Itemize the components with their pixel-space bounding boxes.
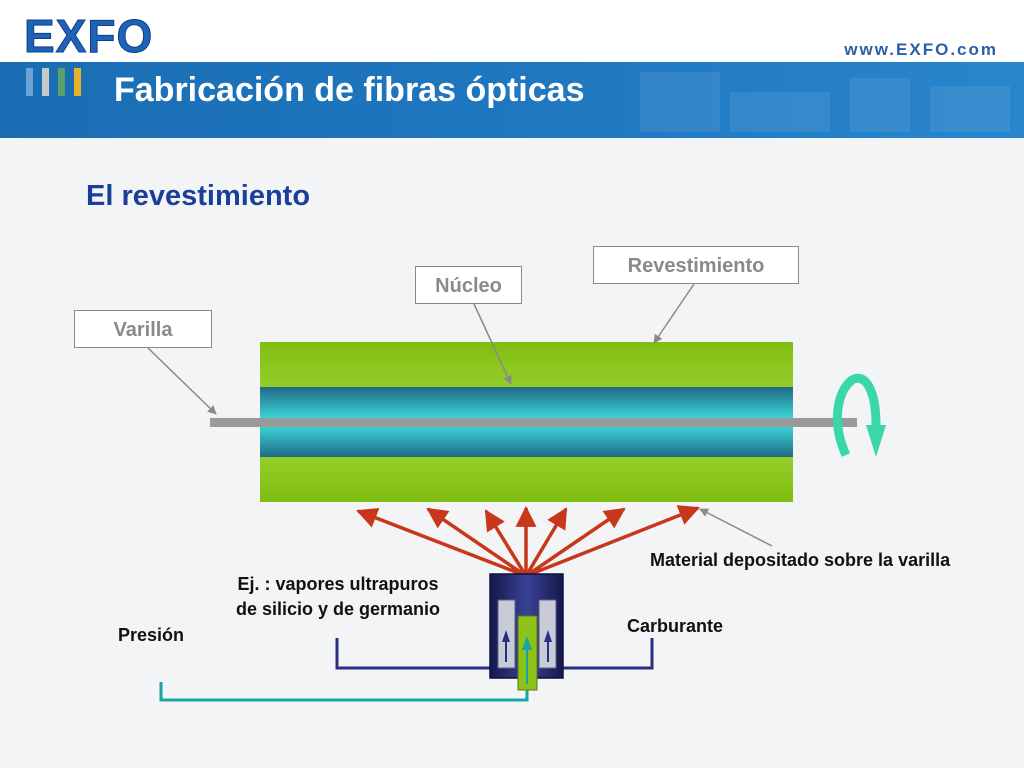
color-bar (58, 68, 65, 96)
vapors-label-line2: de silicio y de germanio (235, 599, 441, 619)
top-bar: EXFO www.EXFO.com (0, 0, 1024, 62)
color-bar (42, 68, 49, 96)
rod-leader-line (147, 347, 217, 415)
callout-cladding: Revestimiento (593, 246, 799, 284)
pressure-label: Presión (118, 625, 185, 645)
section-subtitle: El revestimiento (86, 180, 311, 212)
banner-decoration (850, 78, 910, 132)
material-leader-line (699, 508, 773, 547)
vapor-pipe (335, 638, 500, 670)
exfo-logo: EXFO (23, 10, 154, 62)
fuel-label: Carburante (627, 616, 724, 636)
cladding-leader-line (653, 283, 695, 344)
callout-rod: Varilla (74, 310, 212, 348)
material-label: Material depositado sobre la varilla (650, 550, 951, 570)
fuel-pipe (560, 638, 654, 670)
website-url[interactable]: www.EXFO.com (844, 40, 998, 59)
title-banner (0, 62, 1024, 138)
banner-decoration (730, 92, 830, 132)
vapors-label-line1: Ej. : vapores ultrapuros (237, 574, 439, 594)
banner-decoration (640, 72, 720, 132)
burner (489, 573, 564, 691)
banner-decoration (930, 86, 1010, 132)
rod (210, 418, 857, 427)
deposition-arrows (356, 505, 700, 578)
callout-core: Núcleo (415, 266, 522, 304)
color-bar (26, 68, 33, 96)
color-bar (74, 68, 81, 96)
pressure-pipe (159, 682, 529, 702)
page-title: Fabricación de fibras ópticas (114, 71, 585, 109)
vapors-label: Ej. : vapores ultrapuros de silicio y de… (230, 572, 446, 622)
rotation-arrow-icon (832, 373, 886, 457)
core-leader-line (473, 303, 512, 385)
